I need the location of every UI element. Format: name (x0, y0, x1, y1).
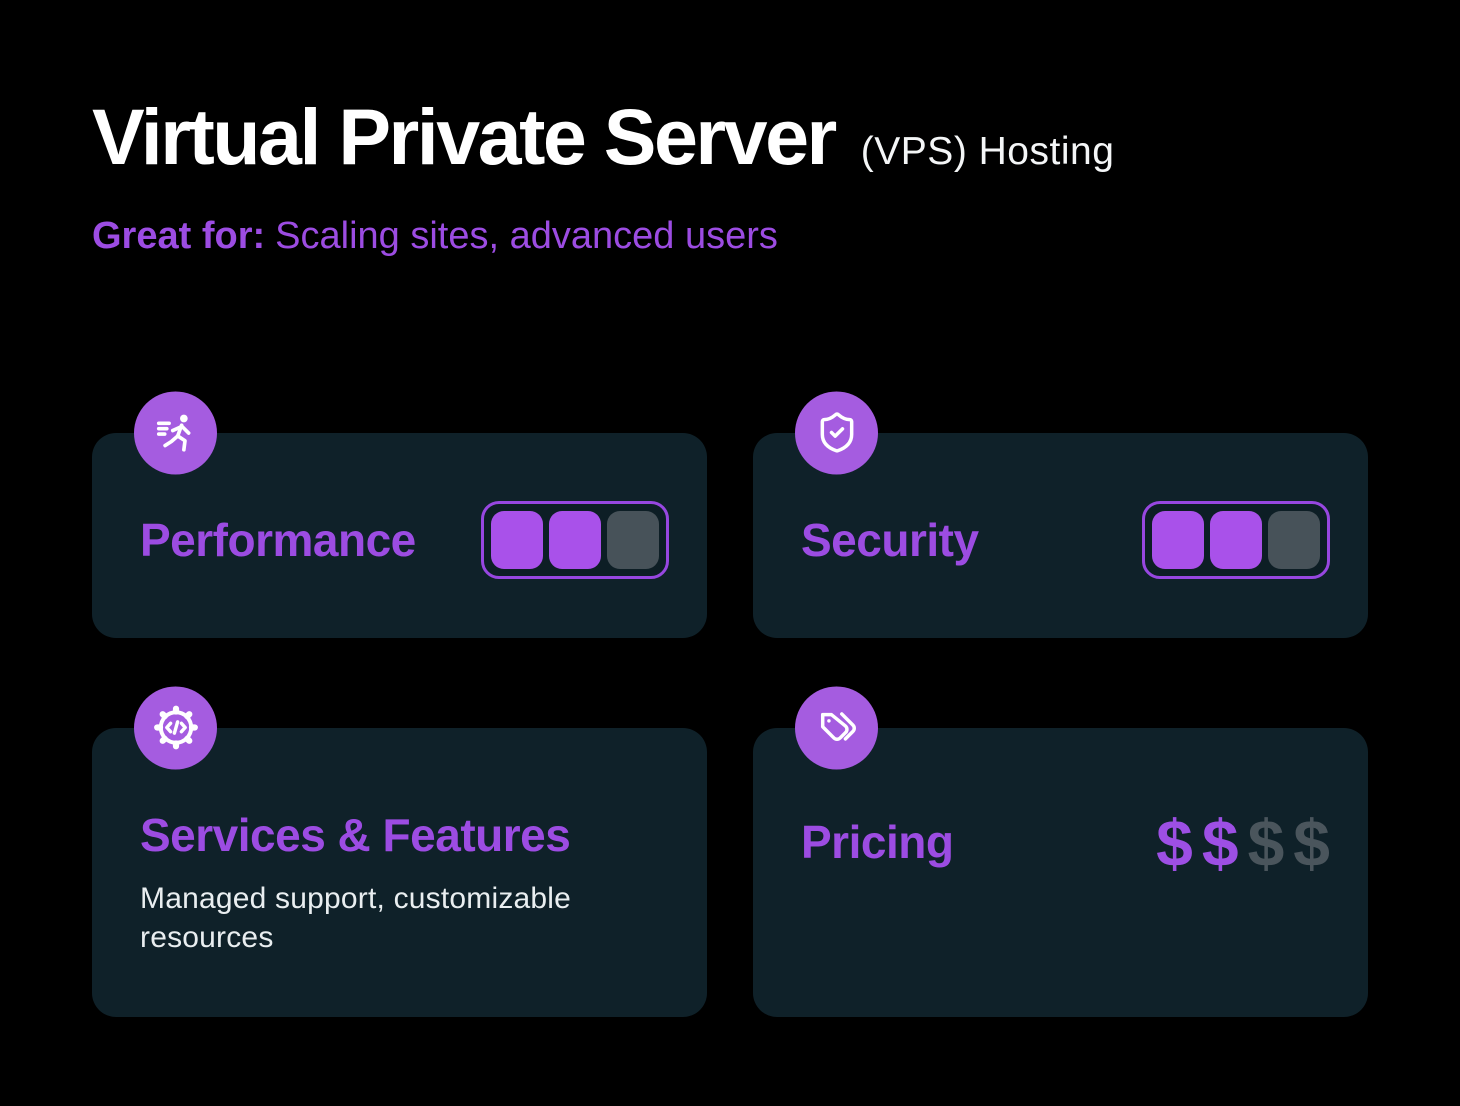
rating-block (1152, 511, 1204, 570)
shield-check-icon (820, 412, 853, 453)
performance-row: Performance (92, 433, 707, 638)
pricing-badge (795, 686, 878, 770)
pricing-row: Pricing $$$$ (801, 810, 1330, 876)
pricing-label: Pricing (801, 816, 954, 869)
services-label: Services & Features (140, 808, 571, 861)
performance-badge (134, 391, 217, 475)
dollar-sign: $ (1201, 805, 1239, 880)
services-badge (134, 686, 217, 770)
dollar-sign: $ (1156, 805, 1193, 880)
card-performance: Performance (92, 391, 707, 638)
tagline: Great for:Scaling sites, advanced users (92, 215, 1368, 259)
gear-code-icon (153, 705, 198, 750)
dollar-sign: $ (1293, 805, 1330, 880)
services-body: Services & Features Managed support, cus… (92, 728, 707, 957)
dollar-sign: $ (1247, 805, 1285, 880)
performance-label: Performance (140, 513, 416, 566)
tagline-label: Great for: (92, 214, 266, 257)
card-services-features: Services & Features Managed support, cus… (92, 686, 707, 1017)
tagline-text: Scaling sites, advanced users (275, 214, 778, 257)
pricing-dollar-rating: $$$$ (1147, 810, 1330, 876)
page-title-main: Virtual Private Server (92, 92, 837, 181)
services-description: Managed support, customizable resources (140, 882, 572, 954)
runner-icon (156, 414, 190, 452)
page-title-suffix: (VPS) Hosting (860, 130, 1115, 173)
vps-infographic: Virtual Private Server (VPS) Hosting Gre… (92, 0, 1368, 1017)
performance-rating (481, 501, 669, 580)
page-title: Virtual Private Server (VPS) Hosting (92, 0, 1368, 179)
security-row: Security (753, 433, 1368, 638)
rating-block (549, 511, 601, 570)
rating-block (1210, 511, 1262, 570)
card-grid: Performance Security (92, 391, 1368, 1017)
card-pricing: Pricing $$$$ (753, 686, 1368, 1017)
rating-block (491, 511, 543, 570)
card-security: Security (753, 391, 1368, 638)
security-rating (1142, 501, 1330, 580)
rating-block (607, 511, 659, 570)
price-tags-icon (820, 712, 856, 742)
security-label: Security (801, 513, 979, 566)
security-badge (795, 391, 878, 475)
rating-block (1268, 511, 1320, 570)
pricing-body: Pricing $$$$ (753, 728, 1368, 876)
